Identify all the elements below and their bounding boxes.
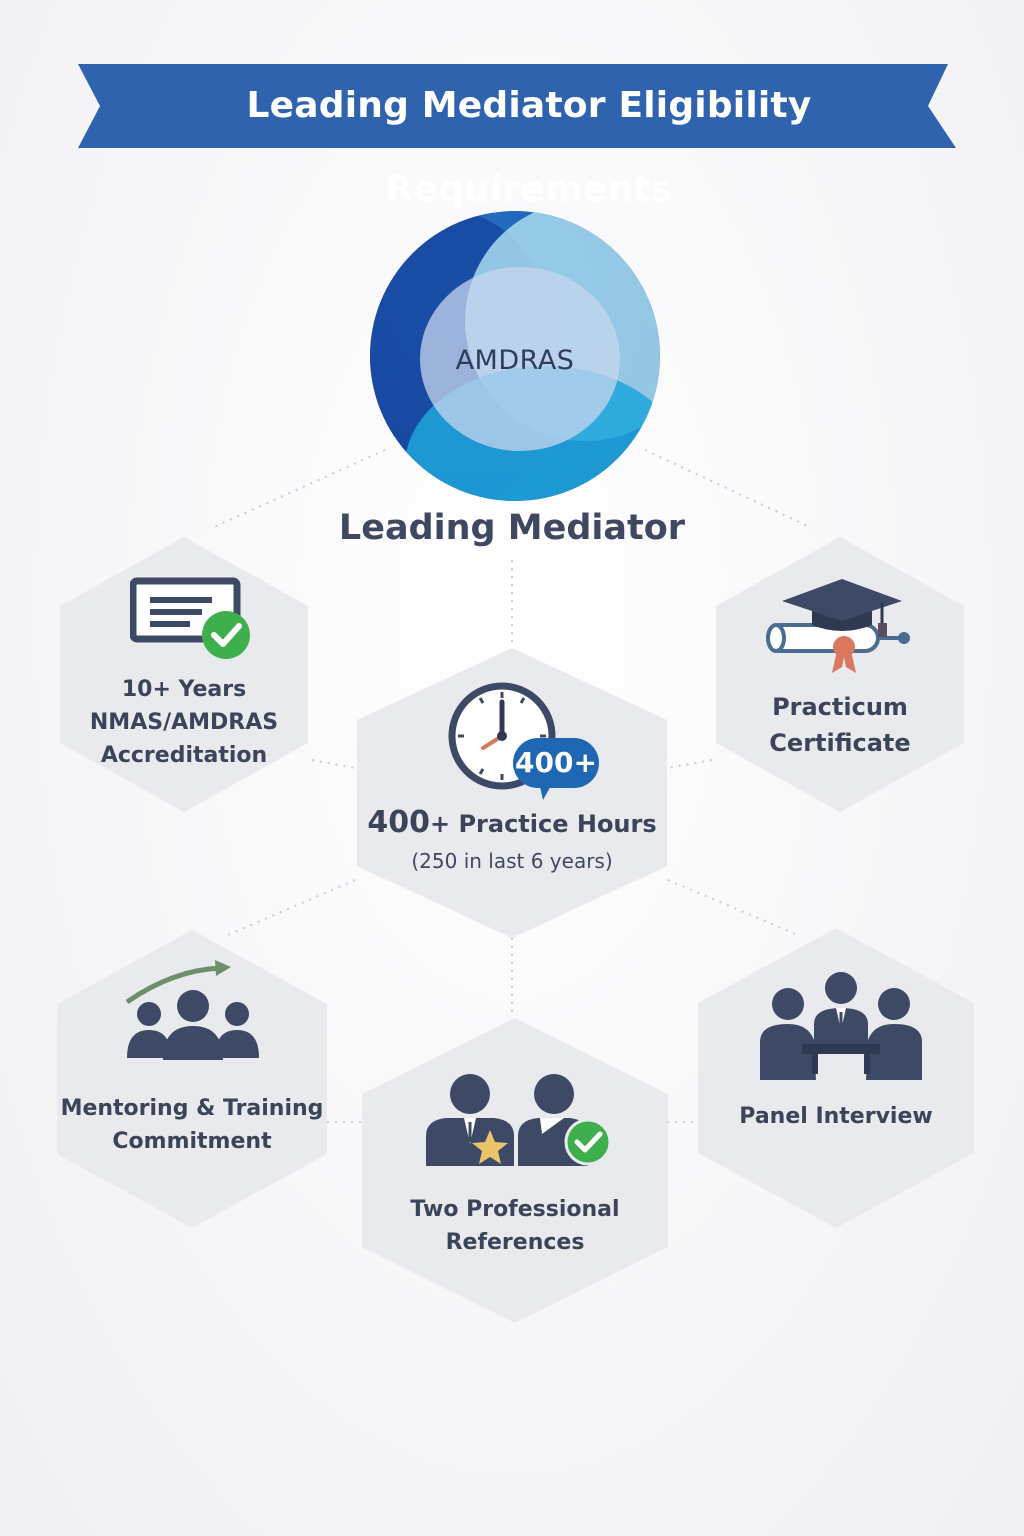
- references-line2: References: [445, 1230, 585, 1255]
- practicum-line2: Certificate: [769, 729, 911, 757]
- panel-people-icon: [760, 972, 922, 1080]
- references-label: Two Professional References: [362, 1193, 668, 1259]
- hexagon-shape: [362, 1018, 668, 1323]
- hex-panel-interview: Panel Interview: [698, 928, 974, 1228]
- hex-professional-references: Two Professional References: [362, 1018, 668, 1323]
- amdras-globe: AMDRAS: [370, 211, 660, 501]
- hex-practicum-certificate: Practicum Certificate: [716, 537, 964, 812]
- hours-plus: +: [429, 810, 451, 838]
- references-line1: Two Professional: [410, 1197, 620, 1222]
- hours-label: 400+ Practice Hours (250 in last 6 years…: [357, 804, 667, 878]
- title-banner: Leading Mediator Eligibility Requirement…: [78, 64, 956, 210]
- hex-practice-hours: 400+ 400+ Practice Hours (250 in last 6 …: [357, 648, 667, 938]
- practicum-label: Practicum Certificate: [716, 689, 964, 761]
- amdras-label: AMDRAS: [455, 345, 575, 376]
- interview-line1: Panel Interview: [739, 1104, 933, 1129]
- hexagon-shape: [716, 537, 964, 812]
- mentoring-label: Mentoring & Training Commitment: [57, 1092, 327, 1158]
- globe-graphic: [370, 211, 660, 501]
- years-label: 10+ Years NMAS/AMDRAS Accreditation: [60, 673, 308, 772]
- hex-years-accreditation: 10+ Years NMAS/AMDRAS Accreditation: [60, 537, 308, 812]
- practicum-line1: Practicum: [772, 693, 908, 721]
- graduation-cap-icon: [766, 579, 910, 673]
- hexagon-shape: [60, 537, 308, 812]
- hours-badge-text: 400+: [515, 746, 597, 779]
- hours-text: Practice Hours: [450, 810, 657, 838]
- years-line2: NMAS/AMDRAS: [89, 710, 279, 735]
- banner-ribbon: [78, 64, 956, 148]
- hours-number: 400: [367, 805, 430, 840]
- certificate-check-icon: [130, 577, 250, 659]
- interview-label: Panel Interview: [698, 1100, 974, 1133]
- years-line3: Accreditation: [100, 743, 268, 768]
- hex-mentoring-training: Mentoring & Training Commitment: [57, 930, 327, 1228]
- hours-note: (250 in last 6 years): [411, 849, 613, 873]
- hexagon-shape: [57, 930, 327, 1228]
- mentoring-line1: Mentoring & Training: [60, 1096, 324, 1121]
- hours-heading: 400+ Practice Hours: [357, 804, 667, 845]
- group-growth-icon: [125, 960, 259, 1060]
- center-title: Leading Mediator: [338, 508, 686, 548]
- page-title: Leading Mediator Eligibility Requirement…: [246, 85, 812, 210]
- years-line1: 10+ Years: [121, 677, 247, 702]
- references-icon: [426, 1074, 612, 1166]
- clock-icon: [448, 682, 599, 800]
- hexagon-shape: [357, 648, 667, 938]
- mentoring-line2: Commitment: [112, 1129, 272, 1154]
